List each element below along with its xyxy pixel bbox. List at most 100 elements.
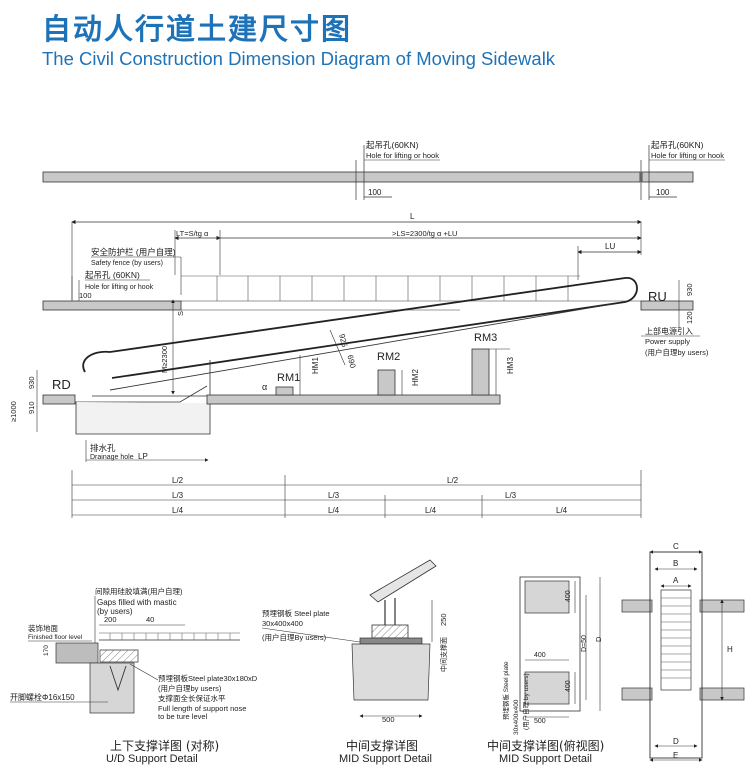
- label-RD: RD: [52, 377, 71, 392]
- plan-caption-cn: 中间支撑详图(俯视图): [487, 739, 605, 753]
- hole-left-cn: 起吊孔(60KN): [366, 140, 419, 150]
- dim-row3-b: L/4: [328, 506, 340, 515]
- dim-690: 690: [345, 354, 357, 370]
- upper-floor-slab: [42, 300, 182, 311]
- dim-930-right: 930: [685, 283, 694, 296]
- section-D: D: [673, 737, 679, 746]
- top-slab-right: [641, 171, 694, 183]
- ud-floor-cn: 装饰地面: [28, 623, 58, 633]
- ud-dim-200: 200: [104, 615, 117, 624]
- plan-plate-cn: 预埋钢板 Steel plate: [501, 661, 510, 720]
- section-wall-top-left: [621, 599, 653, 613]
- mid-plate-users: (用户自理By users): [262, 632, 327, 642]
- lower-pit-bottom: [75, 402, 211, 435]
- drain-cn: 排水孔: [90, 443, 116, 453]
- dim-row1-b: L/2: [447, 476, 459, 485]
- mid-label: 中间支撑面: [439, 637, 448, 672]
- ud-dim-170: 170: [43, 645, 50, 656]
- dim-120: 120: [685, 311, 694, 324]
- mid-caption-en: MID Support Detail: [339, 753, 432, 765]
- ud-dim-40: 40: [146, 615, 154, 624]
- mid-plate-dim: 30x400x400: [262, 619, 303, 628]
- dim-1000: ≥1000: [9, 401, 18, 422]
- label-HM3: HM3: [506, 357, 515, 374]
- power-cn: 上部电源引入: [645, 326, 693, 336]
- plan-dim-400a: 400: [565, 590, 572, 602]
- ud-plate: 预埋钢板Steel plate30x180xD: [158, 673, 258, 683]
- handrail-lower: [109, 303, 613, 391]
- mid-dim-250: 250: [439, 613, 448, 626]
- drain-en: Drainage hole: [90, 454, 134, 461]
- hook-en: Hole for lifting or hook: [85, 284, 154, 291]
- lower-floor-slab: [206, 394, 501, 405]
- title-english: The Civil Construction Dimension Diagram…: [42, 48, 556, 69]
- dim-row3-c: L/4: [425, 506, 437, 515]
- dim-row1-a: L/2: [172, 476, 184, 485]
- hole-right-cn: 起吊孔(60KN): [651, 140, 704, 150]
- dim-910: 910: [27, 401, 36, 414]
- support-RM1: [275, 386, 294, 396]
- dim-LS: >LS=2300/tg α +LU: [392, 229, 457, 238]
- dim-LP: LP: [138, 452, 148, 461]
- plan-caption-en: MID Support Detail: [499, 753, 592, 765]
- ud-caption-en: U/D Support Detail: [106, 753, 198, 765]
- mid-plate: [359, 637, 423, 645]
- plan-dim-500: 500: [534, 718, 546, 725]
- label-HM1: HM1: [311, 357, 320, 374]
- ud-bracket: [99, 649, 139, 663]
- top-view: 起吊孔(60KN) Hole for lifting or hook 起吊孔(6…: [42, 140, 725, 200]
- dim-row2-c: L/3: [505, 491, 517, 500]
- ud-caption-cn: 上下支撑详图 (对称): [110, 739, 220, 753]
- label-RU: RU: [648, 289, 667, 304]
- section-C: C: [673, 542, 679, 551]
- elevation-view: L LT=S/tg α >LS=2300/tg α +LU LU: [9, 212, 709, 518]
- title-chinese: 自动人行道土建尺寸图: [42, 12, 353, 46]
- plan-dim-400c: 400: [565, 680, 572, 692]
- plan-frame: [519, 576, 581, 712]
- dim-L: L: [410, 212, 415, 221]
- elev-dim-100: 100: [79, 291, 92, 300]
- top-slab: [42, 171, 641, 183]
- lower-left-slab: [42, 394, 76, 405]
- plan-plate-bottom: [524, 671, 570, 705]
- dim-S: S: [176, 311, 185, 316]
- mid-concrete: [351, 643, 431, 701]
- plan-plate-top: [524, 580, 570, 614]
- dim-M2300: M≥2300: [160, 346, 169, 373]
- label-RM2: RM2: [377, 351, 400, 363]
- label-HM2: HM2: [411, 369, 420, 386]
- mid-truss: [369, 559, 437, 603]
- plan-plate-users: (用户自理 by users): [521, 673, 530, 730]
- upper-right-slab: [640, 300, 694, 311]
- mid-caption-cn: 中间支撑详图: [346, 739, 419, 753]
- label-RM1: RM1: [277, 372, 300, 384]
- section-E: E: [673, 751, 678, 760]
- section-detail: C B A H D E: [621, 542, 745, 762]
- ud-floor-en: Finished floor level: [28, 634, 83, 641]
- mid-support-detail: 预埋钢板 Steel plate 30x400x400 (用户自理By user…: [261, 559, 448, 724]
- ud-level-en2: to be ture level: [158, 712, 208, 721]
- plan-dim-D50: D=50: [581, 635, 588, 652]
- dim-925: 925: [337, 333, 349, 349]
- dim-row2-a: L/3: [172, 491, 184, 500]
- plan-plate-dim: 30x400x400: [513, 699, 520, 735]
- safety-fence: [181, 275, 580, 301]
- fence-en: Safety fence (by users): [91, 260, 163, 267]
- ud-plate-users: (用户自理by users): [158, 683, 222, 693]
- section-H: H: [727, 645, 733, 654]
- dim-LU: LU: [605, 242, 615, 251]
- dim-100-right: 100: [656, 188, 670, 197]
- dim-row3-a: L/4: [172, 506, 184, 515]
- hole-left-en: Hole for lifting or hook: [366, 151, 439, 160]
- mid-plate-cn: 预埋钢板 Steel plate: [262, 608, 330, 618]
- label-RM3: RM3: [474, 332, 497, 344]
- dim-100-left: 100: [368, 188, 382, 197]
- mid-pad: [371, 624, 409, 639]
- fence-cn: 安全防护栏 (用户自理): [91, 247, 176, 257]
- label-alpha: α: [262, 382, 267, 392]
- section-wall-bottom-left: [621, 687, 653, 701]
- hook-cn: 起吊孔 (60KN): [85, 270, 140, 280]
- dim-row3-d: L/4: [556, 506, 568, 515]
- hole-right-en: Hole for lifting or hook: [651, 151, 724, 160]
